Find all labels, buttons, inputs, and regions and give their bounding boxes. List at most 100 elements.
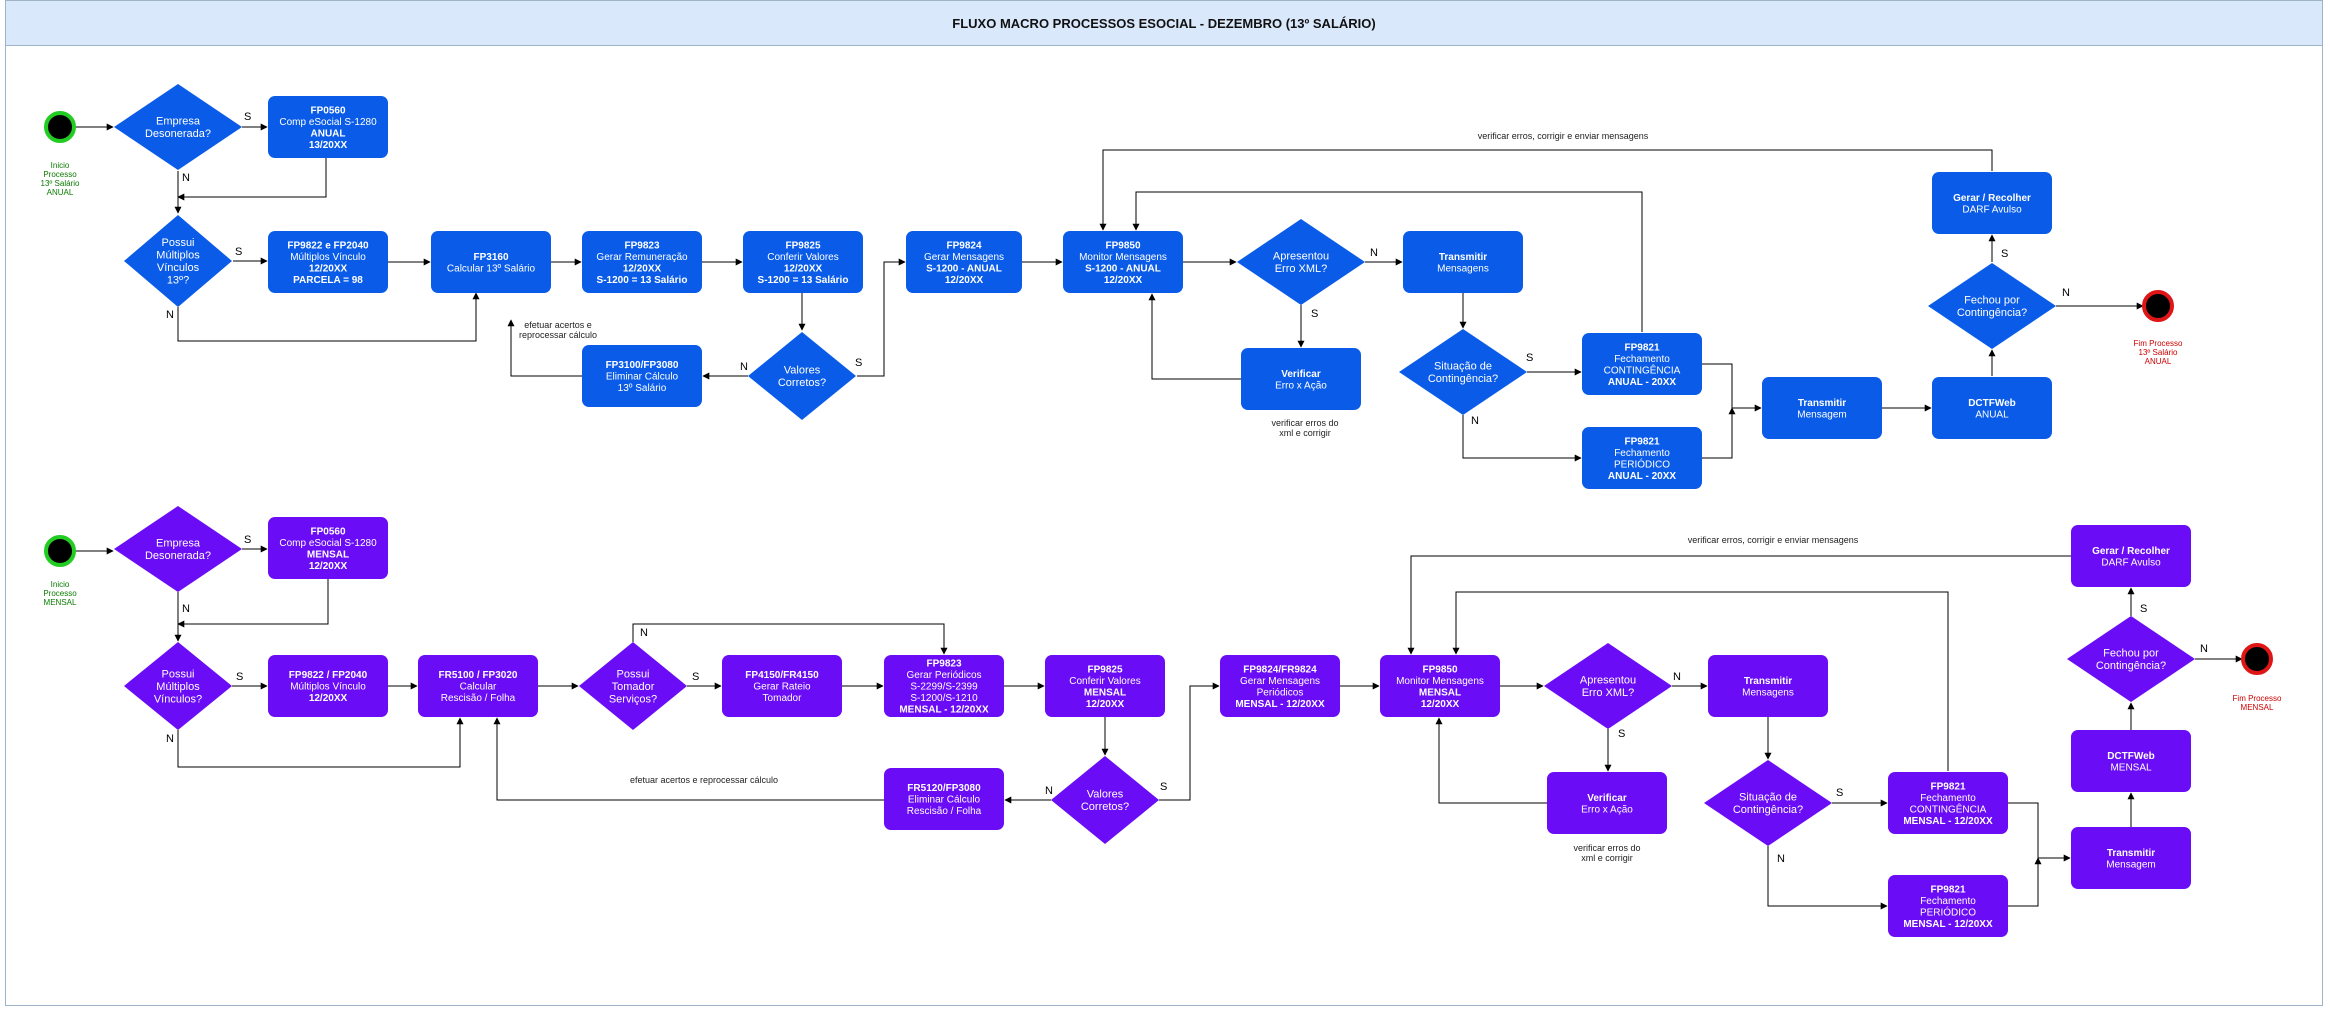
m_fp9821c-line-3: MENSAL - 12/20XX (1903, 816, 1993, 827)
note-m_verificar_xml-0: verificar erros do (1573, 843, 1640, 853)
note-a_verificar_xml-0: verificar erros do (1271, 418, 1338, 428)
a_fp0560-line-2: ANUAL (311, 128, 346, 139)
a_fp9823-line-1: Gerar Remuneração (596, 252, 688, 263)
m_fp9822-line-2: 12/20XX (309, 693, 348, 704)
connector-44 (1159, 682, 1220, 801)
a_dec_erro-line-1: Erro XML? (1275, 263, 1328, 275)
a_dec_multiplos-line-1: Múltiplos (156, 250, 200, 262)
a_fp3100-line-0: FP3100/FP3080 (606, 360, 679, 371)
connector-11 (177, 292, 480, 342)
m_fr5120-line-0: FR5120/FP3080 (907, 783, 981, 794)
m_fp9821p-line-1: Fechamento (1920, 896, 1976, 907)
a_fp3160-line-0: FP3160 (473, 252, 508, 263)
edge-label-no-24: N (2200, 643, 2208, 655)
edge-label-yes-21: S (1618, 728, 1625, 740)
m_dec_tomador-line-1: Tomador (612, 681, 655, 693)
a_fp9821c-line-2: CONTINGÊNCIA (1604, 363, 1681, 376)
a_fp9825-line-3: S-1200 = 13 Salário (758, 275, 849, 286)
m_dec_multiplos-line-0: Possui (161, 668, 194, 680)
edge-label-no-10: N (2062, 287, 2070, 299)
a_fp9824-line-2: S-1200 - ANUAL (926, 263, 1002, 274)
m_end-icon (2241, 643, 2273, 675)
edge-label-yes-25: S (2140, 603, 2147, 615)
connector-54 (1407, 555, 2071, 655)
connector-49 (1435, 717, 1547, 804)
a_end_caption-line-2: ANUAL (2145, 357, 2172, 366)
m_fp9823-line-0: FP9823 (926, 659, 961, 670)
page-title: FLUXO MACRO PROCESSOS ESOCIAL - DEZEMBRO… (952, 15, 1376, 31)
a_start_caption-line-2: 13º Salário (41, 179, 80, 188)
m_fp9821p-line-2: PERIÓDICO (1920, 905, 1976, 918)
a_fp9821p-line-0: FP9821 (1624, 436, 1659, 447)
a_end-icon (2142, 290, 2174, 322)
a_dec_multiplos-line-2: Vínculos (157, 262, 200, 274)
m_fr5100-line-0: FR5100 / FP3020 (439, 670, 518, 681)
m_verificar-line-1: Erro x Ação (1581, 804, 1633, 815)
m_dec_tomador-line-2: Serviços? (609, 693, 657, 705)
m_fp9823-line-1: Gerar Periódicos (906, 670, 981, 681)
a_fp9850-line-2: S-1200 - ANUAL (1085, 263, 1161, 274)
m_transmitir-line-1: Mensagens (1742, 687, 1794, 698)
m_dec_erro-line-0: Apresentou (1580, 675, 1636, 687)
m_dec_multiplos-line-2: Vínculos? (154, 693, 202, 705)
a_end_caption-line-1: 13º Salário (2139, 348, 2178, 357)
edge-label-yes-17: S (692, 671, 699, 683)
m_fp9825-line-2: MENSAL (1084, 687, 1126, 698)
m_fp4150-line-1: Gerar Rateio (753, 682, 811, 693)
m_fp0560-line-0: FP0560 (310, 526, 345, 537)
edge-label-no-16: N (640, 627, 648, 639)
m_fp9824-line-0: FP9824/FR9824 (1243, 664, 1317, 675)
m_fp9823-line-4: MENSAL - 12/20XX (899, 705, 989, 716)
a_dec_contingencia-line-0: Situação de (1434, 361, 1492, 373)
m_fp9824-line-2: Periódicos (1257, 687, 1304, 698)
a_fp9823-line-2: 12/20XX (623, 263, 662, 274)
m_fr5100-line-2: Rescisão / Folha (441, 693, 516, 704)
m_fp9824-line-1: Gerar Mensagens (1240, 676, 1320, 687)
m_fp0560-line-2: MENSAL (307, 549, 349, 560)
